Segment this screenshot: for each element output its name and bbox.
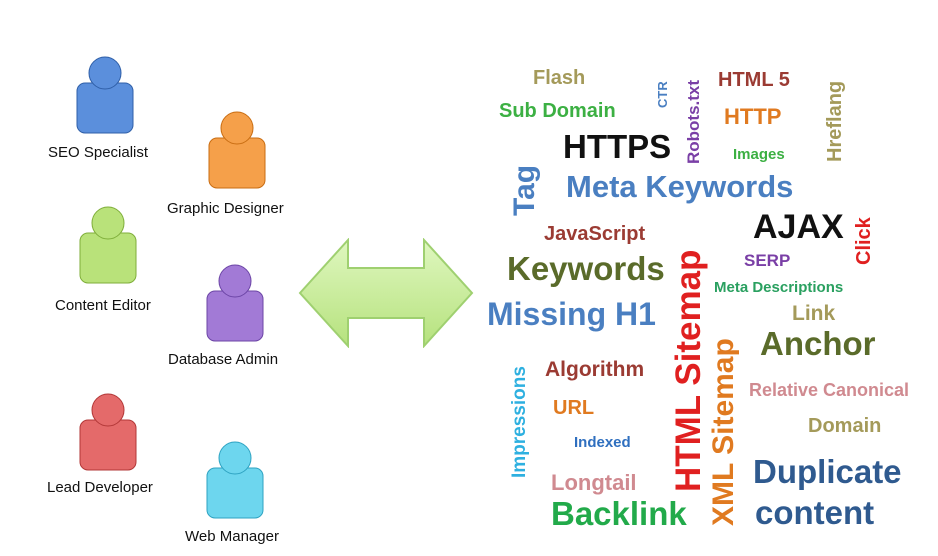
word-impressions: Impressions xyxy=(509,366,530,478)
word-click: Click xyxy=(853,217,875,265)
word-ctr: CTR xyxy=(655,81,670,108)
graphic-designer-icon xyxy=(205,110,269,190)
word-metakeywords: Meta Keywords xyxy=(566,169,794,204)
word-subdomain: Sub Domain xyxy=(499,100,616,122)
word-htmlsitemap: HTML Sitemap xyxy=(669,249,708,492)
word-indexed: Indexed xyxy=(574,434,631,451)
graphic-designer-label: Graphic Designer xyxy=(167,200,284,217)
word-longtail: Longtail xyxy=(551,470,637,495)
word-metadesc: Meta Descriptions xyxy=(714,279,844,296)
word-xmlsitemap: XML Sitemap xyxy=(707,338,740,526)
word-algorithm: Algorithm xyxy=(545,358,645,381)
lead-developer-label: Lead Developer xyxy=(47,479,153,496)
word-ajax: AJAX xyxy=(753,208,844,246)
word-url: URL xyxy=(553,397,595,419)
word-robots: Robots.txt xyxy=(684,79,703,164)
double-arrow-icon xyxy=(298,238,474,348)
database-admin-icon xyxy=(203,263,267,343)
word-backlink: Backlink xyxy=(551,495,687,532)
word-duplicate2: content xyxy=(755,494,875,531)
word-http: HTTP xyxy=(724,104,782,129)
word-tag: Tag xyxy=(508,164,541,216)
web-manager-label: Web Manager xyxy=(185,528,279,545)
database-admin-label: Database Admin xyxy=(168,351,279,368)
web-manager-icon xyxy=(203,440,267,520)
content-editor-label: Content Editor xyxy=(55,297,151,314)
word-keywords: Keywords xyxy=(507,250,665,287)
word-hreflang: Hreflang xyxy=(824,80,846,162)
seo-specialist-icon xyxy=(73,55,137,135)
lead-developer-icon xyxy=(76,392,140,472)
word-html5: HTML 5 xyxy=(718,69,790,91)
word-missingh1: Missing H1 xyxy=(487,296,656,332)
seo-specialist-label: SEO Specialist xyxy=(48,144,149,161)
word-anchor: Anchor xyxy=(760,325,876,362)
word-images: Images xyxy=(733,146,785,163)
word-domain: Domain xyxy=(808,415,882,437)
word-relcanonical: Relative Canonical xyxy=(749,380,910,400)
word-serp: SERP xyxy=(744,251,791,270)
word-duplicate1: Duplicate xyxy=(753,453,902,490)
content-editor-icon xyxy=(76,205,140,285)
word-flash: Flash xyxy=(533,67,586,89)
word-https: HTTPS xyxy=(563,128,672,165)
word-link: Link xyxy=(792,302,836,325)
word-javascript: JavaScript xyxy=(544,223,646,245)
